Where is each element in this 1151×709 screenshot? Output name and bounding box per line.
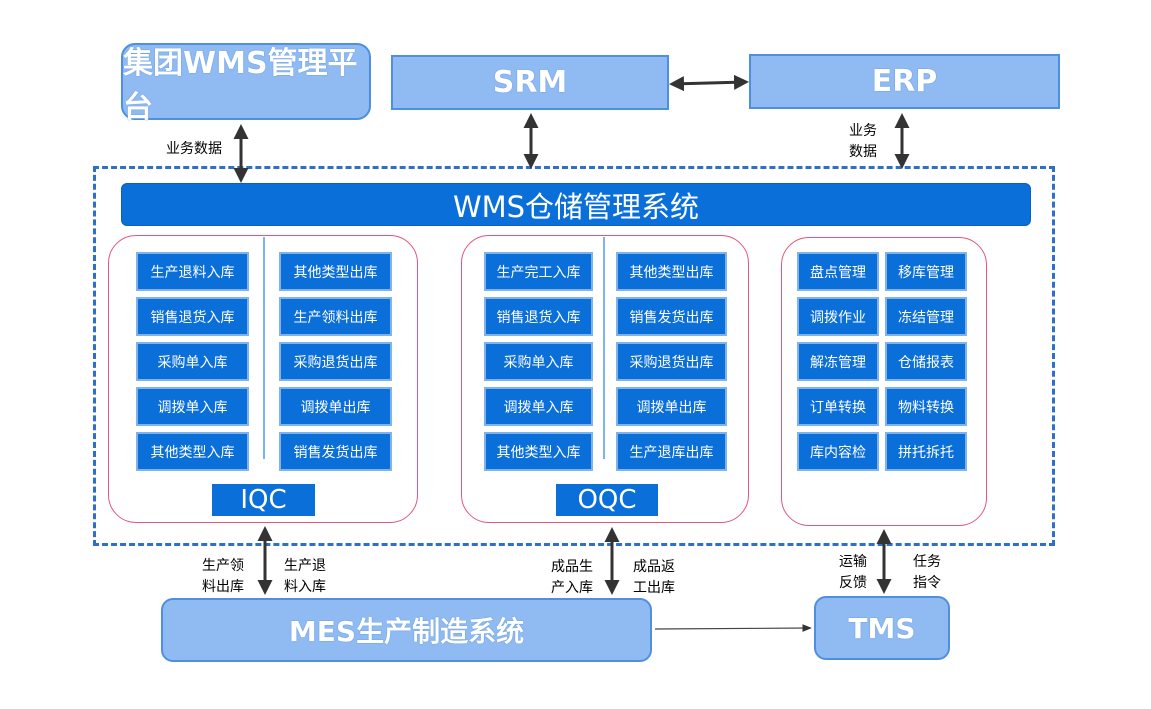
label-group-data: 业务数据 <box>166 141 222 157</box>
module-item[interactable]: 调拨单入库 <box>136 387 249 426</box>
wms-title-banner: WMS仓储管理系统 <box>121 183 1031 226</box>
module-item[interactable]: 生产退库出库 <box>616 432 727 471</box>
module-item[interactable]: 物料转换 <box>885 387 967 426</box>
label-tms-feedback-1: 运输 <box>839 554 867 570</box>
module-item[interactable]: 其他类型出库 <box>616 252 727 291</box>
label-erp-data-1: 业务 <box>849 123 877 139</box>
srm-system: SRM <box>391 55 669 110</box>
label-mes-return-2: 料入库 <box>284 579 326 595</box>
label-tms-task-1: 任务 <box>913 554 941 570</box>
module-item[interactable]: 库内容检 <box>797 432 879 471</box>
label-erp-data-2: 数据 <box>849 144 877 160</box>
arrow-mes-tms <box>654 624 812 632</box>
label-fg-in-1: 成品生 <box>551 559 593 575</box>
module-item[interactable]: 采购单入库 <box>484 342 593 381</box>
wms-boundary <box>93 166 1055 546</box>
module-item[interactable]: 调拨单出库 <box>279 387 392 426</box>
iqc-divider <box>263 237 265 459</box>
module-item[interactable]: 销售退货入库 <box>136 297 249 336</box>
module-item[interactable]: 采购退货出库 <box>616 342 727 381</box>
module-item[interactable]: 销售退货入库 <box>484 297 593 336</box>
oqc-label: OQC <box>556 484 658 516</box>
label-mes-return-1: 生产退 <box>284 558 326 574</box>
mes-system: MES生产制造系统 <box>161 598 652 662</box>
module-item[interactable]: 调拨作业 <box>797 297 879 336</box>
module-item[interactable]: 订单转换 <box>797 387 879 426</box>
module-item[interactable]: 生产完工入库 <box>484 252 593 291</box>
module-item[interactable]: 调拨单出库 <box>616 387 727 426</box>
group-wms-platform: 集团WMS管理平台 <box>121 43 371 125</box>
module-item[interactable]: 采购退货出库 <box>279 342 392 381</box>
module-item[interactable]: 生产领料出库 <box>279 297 392 336</box>
module-item[interactable]: 冻结管理 <box>885 297 967 336</box>
module-item[interactable]: 解冻管理 <box>797 342 879 381</box>
module-item[interactable]: 移库管理 <box>885 252 967 291</box>
label-mes-issue-2: 料出库 <box>202 579 244 595</box>
iqc-label: IQC <box>212 484 315 516</box>
module-item[interactable]: 销售发货出库 <box>279 432 392 471</box>
module-item[interactable]: 采购单入库 <box>136 342 249 381</box>
tms-system: TMS <box>814 596 950 660</box>
label-fg-rework-2: 工出库 <box>633 580 675 596</box>
module-item[interactable]: 销售发货出库 <box>616 297 727 336</box>
erp-system: ERP <box>749 54 1060 109</box>
module-item[interactable]: 调拨单入库 <box>484 387 593 426</box>
arrow-srm-erp <box>669 74 749 92</box>
module-item[interactable]: 其他类型出库 <box>279 252 392 291</box>
module-item[interactable]: 生产退料入库 <box>136 252 249 291</box>
label-tms-task-2: 指令 <box>913 575 941 591</box>
label-tms-feedback-2: 反馈 <box>839 575 867 591</box>
module-item[interactable]: 仓储报表 <box>885 342 967 381</box>
module-item[interactable]: 盘点管理 <box>797 252 879 291</box>
label-fg-in-2: 产入库 <box>551 580 593 596</box>
module-item[interactable]: 拼托拆托 <box>885 432 967 471</box>
oqc-divider <box>603 237 605 459</box>
module-item[interactable]: 其他类型入库 <box>136 432 249 471</box>
label-fg-rework-1: 成品返 <box>633 559 675 575</box>
module-item[interactable]: 其他类型入库 <box>484 432 593 471</box>
label-mes-issue-1: 生产领 <box>202 558 244 574</box>
